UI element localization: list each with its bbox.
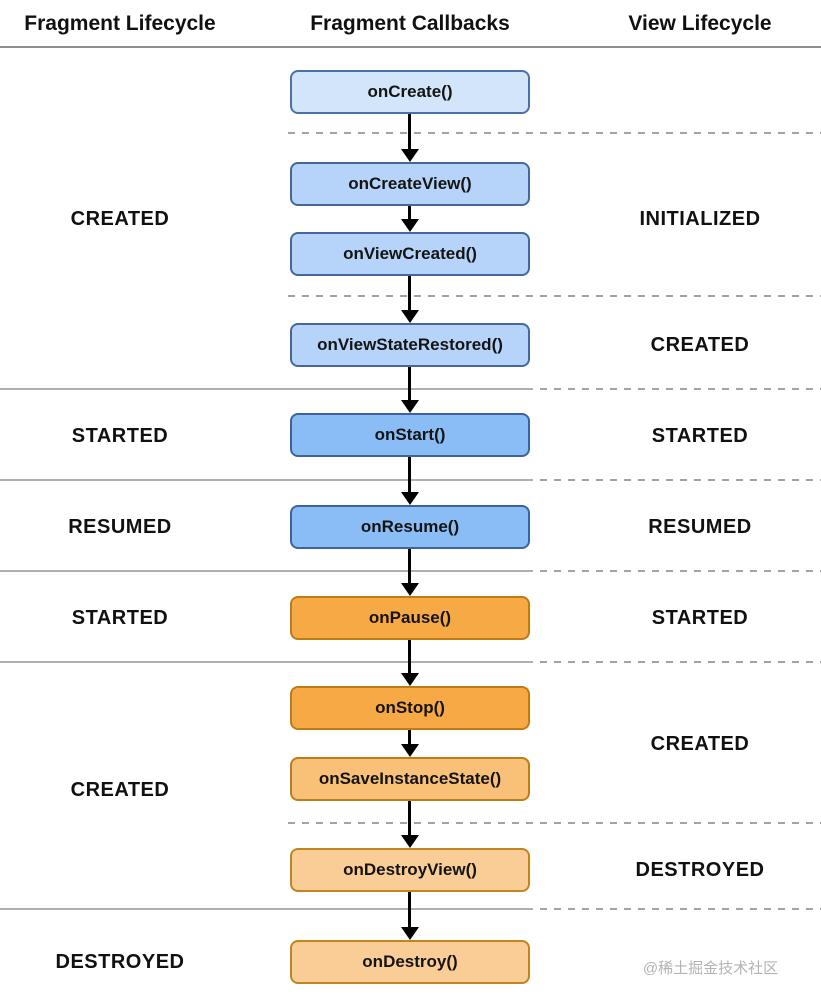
flow-arrow	[401, 367, 419, 413]
callback-box-onsaveinstancestate: onSaveInstanceState()	[290, 757, 530, 801]
callback-box-onviewcreated: onViewCreated()	[290, 232, 530, 276]
flow-arrow	[401, 801, 419, 848]
arrowhead-icon	[401, 149, 419, 162]
view-section-divider	[288, 132, 821, 134]
arrowhead-icon	[401, 219, 419, 232]
callback-box-onstop: onStop()	[290, 686, 530, 730]
arrowhead-icon	[401, 744, 419, 757]
arrowhead-icon	[401, 673, 419, 686]
arrow-shaft	[408, 114, 411, 151]
fragment-state-created: CREATED	[70, 208, 170, 230]
callback-box-onviewstaterestored: onViewStateRestored()	[290, 323, 530, 367]
view-state-created: CREATED	[650, 334, 750, 356]
arrowhead-icon	[401, 310, 419, 323]
callback-box-ondestroyview: onDestroyView()	[290, 848, 530, 892]
flow-arrow	[401, 549, 419, 596]
column-header-fragment-callbacks: Fragment Callbacks	[310, 12, 510, 35]
watermark: @稀土掘金技术社区	[642, 960, 779, 977]
flow-arrow	[401, 892, 419, 940]
view-section-divider	[540, 570, 821, 572]
view-state-destroyed: DESTROYED	[635, 859, 765, 881]
fragment-state-resumed: RESUMED	[68, 516, 172, 538]
view-state-started-2: STARTED	[651, 607, 749, 629]
arrowhead-icon	[401, 583, 419, 596]
arrow-shaft	[408, 457, 411, 494]
arrowhead-icon	[401, 492, 419, 505]
view-section-divider	[288, 822, 821, 824]
fragment-state-started-2: STARTED	[71, 607, 169, 629]
arrowhead-icon	[401, 835, 419, 848]
fragment-section-divider	[0, 570, 533, 572]
column-header-fragment-lifecycle: Fragment Lifecycle	[24, 12, 216, 35]
fragment-section-divider	[0, 388, 533, 390]
callback-box-onstart: onStart()	[290, 413, 530, 457]
flow-arrow	[401, 114, 419, 162]
flow-arrow	[401, 640, 419, 686]
fragment-section-divider	[0, 661, 533, 663]
flow-arrow	[401, 457, 419, 505]
column-header-view-lifecycle: View Lifecycle	[628, 12, 772, 35]
fragment-section-divider	[0, 908, 533, 910]
callback-box-onpause: onPause()	[290, 596, 530, 640]
view-section-divider	[540, 388, 821, 390]
view-state-created-2: CREATED	[650, 733, 750, 755]
view-section-divider	[540, 479, 821, 481]
flow-arrow	[401, 206, 419, 232]
arrow-shaft	[408, 367, 411, 402]
arrowhead-icon	[401, 927, 419, 940]
arrow-shaft	[408, 892, 411, 929]
flow-arrow	[401, 276, 419, 323]
arrow-shaft	[408, 730, 411, 746]
header-divider-line	[0, 46, 821, 48]
view-section-divider	[540, 908, 821, 910]
callback-box-oncreateview: onCreateView()	[290, 162, 530, 206]
arrow-shaft	[408, 276, 411, 312]
view-state-started: STARTED	[651, 425, 749, 447]
view-state-initialized: INITIALIZED	[639, 208, 761, 230]
arrow-shaft	[408, 206, 411, 221]
callback-box-oncreate: onCreate()	[290, 70, 530, 114]
flow-arrow	[401, 730, 419, 757]
fragment-state-destroyed: DESTROYED	[55, 951, 185, 973]
fragment-state-started: STARTED	[71, 425, 169, 447]
arrowhead-icon	[401, 400, 419, 413]
callback-box-onresume: onResume()	[290, 505, 530, 549]
arrow-shaft	[408, 549, 411, 585]
fragment-state-created-2: CREATED	[70, 779, 170, 801]
arrow-shaft	[408, 801, 411, 837]
view-state-resumed: RESUMED	[648, 516, 752, 538]
callback-box-ondestroy: onDestroy()	[290, 940, 530, 984]
view-section-divider	[288, 295, 821, 297]
arrow-shaft	[408, 640, 411, 675]
view-section-divider	[540, 661, 821, 663]
fragment-section-divider	[0, 479, 533, 481]
